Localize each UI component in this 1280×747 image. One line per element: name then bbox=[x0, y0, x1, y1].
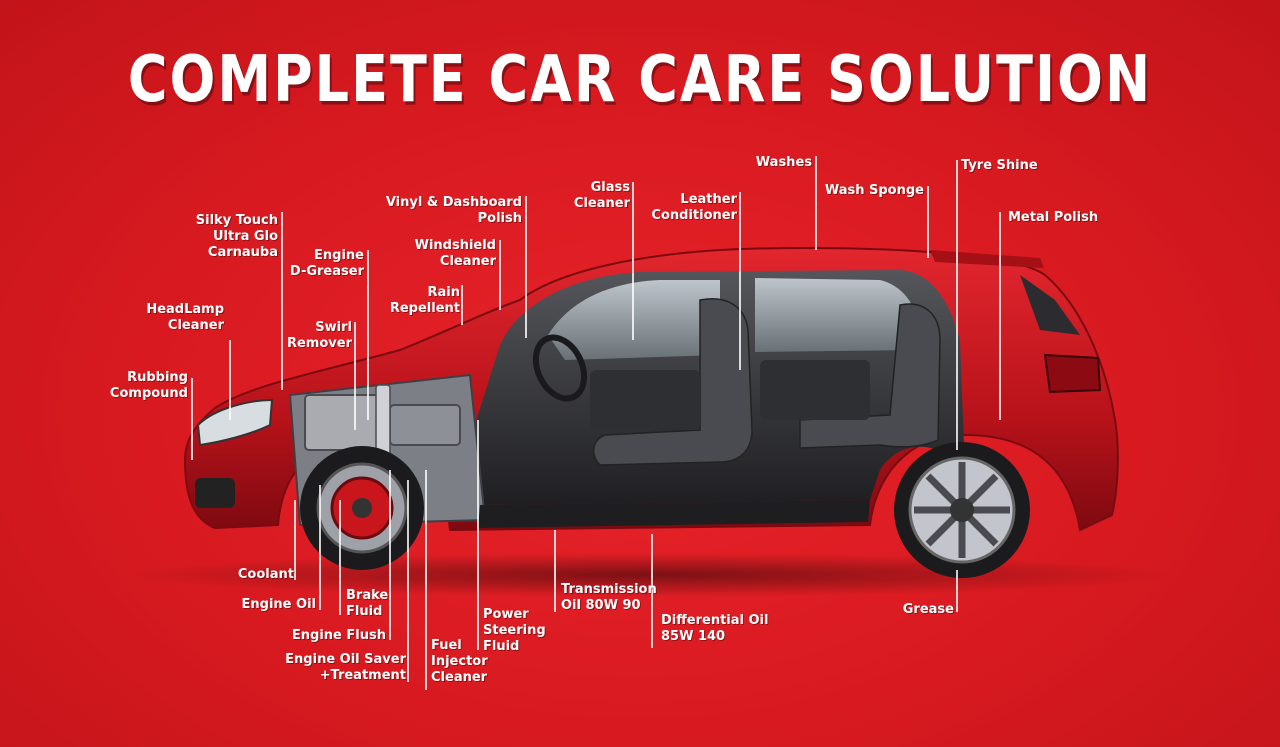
label-rain-repellent: Rain Repellent bbox=[389, 285, 460, 316]
tail-lamp bbox=[1043, 353, 1102, 394]
door-panel-rear bbox=[760, 360, 870, 420]
label-swirl-remover: Swirl Remover bbox=[286, 320, 352, 351]
label-vinyl-dashboard-polish: Vinyl & Dashboard Polish bbox=[385, 195, 522, 226]
engine-manifold bbox=[389, 404, 461, 446]
label-silky-touch: Silky Touch Ultra Glo Carnauba bbox=[195, 213, 278, 260]
rear-quarter-glass bbox=[1020, 275, 1080, 335]
leader-lines bbox=[191, 156, 1001, 690]
rear-seat bbox=[799, 303, 941, 449]
label-transmission-oil: Transmission Oil 80W 90 bbox=[561, 582, 657, 613]
front-grille bbox=[195, 478, 235, 508]
label-fuel-injector-cleaner: Fuel Injector Cleaner bbox=[431, 638, 488, 685]
door-sill bbox=[478, 500, 870, 528]
front-window bbox=[548, 280, 720, 360]
label-wash-sponge: Wash Sponge bbox=[824, 183, 924, 198]
label-rubbing-compound: Rubbing Compound bbox=[109, 370, 188, 401]
roof-spoiler bbox=[930, 250, 1044, 268]
label-metal-polish: Metal Polish bbox=[1008, 210, 1099, 225]
label-power-steering-fluid: Power Steering Fluid bbox=[483, 607, 546, 654]
label-washes: Washes bbox=[755, 155, 812, 170]
label-coolant: Coolant bbox=[237, 567, 294, 582]
door-panel-front bbox=[590, 370, 700, 430]
label-headlamp-cleaner: HeadLamp Cleaner bbox=[146, 302, 224, 333]
label-engine-flush: Engine Flush bbox=[291, 628, 386, 643]
front-seat bbox=[593, 298, 753, 466]
front-wheel bbox=[300, 446, 424, 570]
label-differential-oil: Differential Oil 85W 140 bbox=[661, 613, 769, 644]
headlamp bbox=[196, 398, 274, 447]
engine-block bbox=[304, 394, 386, 451]
rear-wheel bbox=[894, 442, 1030, 578]
page-title: COMPLETE CAR CARE SOLUTION bbox=[127, 42, 1153, 117]
label-windshield-cleaner: Windshield Cleaner bbox=[414, 238, 496, 269]
steering-wheel bbox=[532, 334, 588, 402]
label-engine-degreaser: Engine D-Greaser bbox=[289, 248, 364, 279]
label-brake-fluid: Brake Fluid bbox=[346, 588, 389, 619]
rear-window bbox=[755, 278, 920, 352]
label-engine-oil-saver: Engine Oil Saver +Treatment bbox=[285, 652, 406, 683]
label-engine-oil: Engine Oil bbox=[241, 597, 316, 612]
label-glass-cleaner: Glass Cleaner bbox=[573, 180, 630, 211]
label-grease: Grease bbox=[902, 602, 954, 617]
label-leather-conditioner: Leather Conditioner bbox=[651, 192, 737, 223]
label-tyre-shine: Tyre Shine bbox=[961, 158, 1038, 173]
